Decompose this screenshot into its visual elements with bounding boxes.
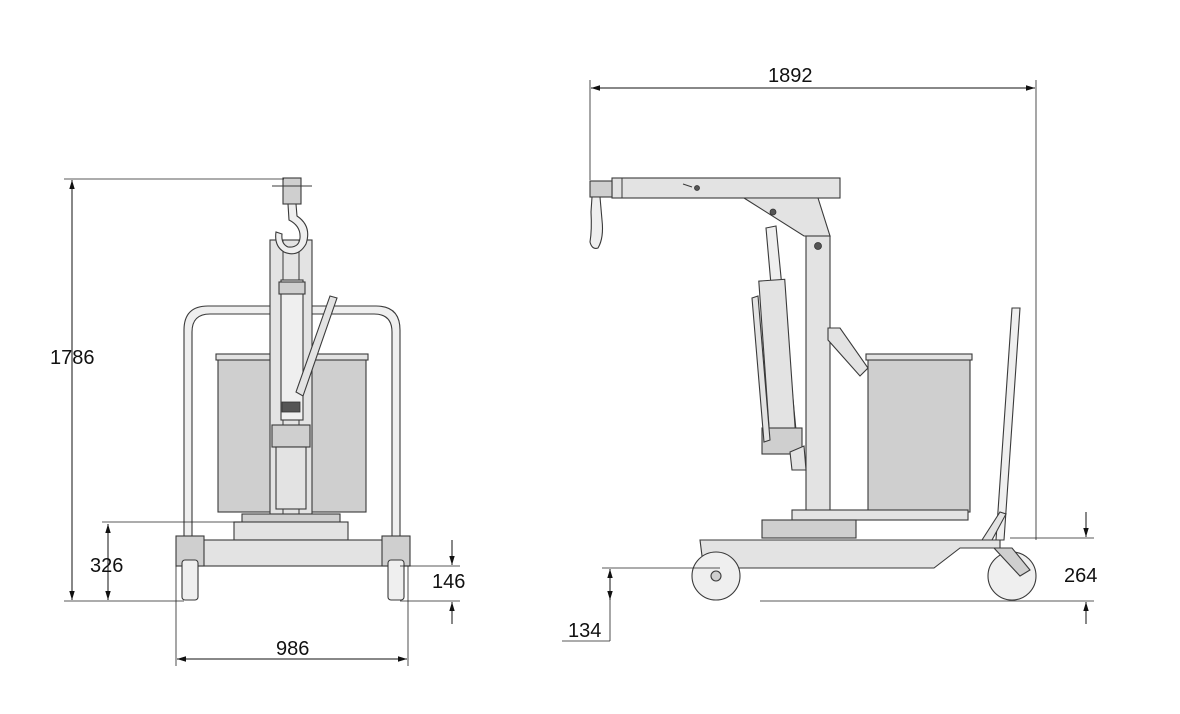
- front-hook-block: [282, 177, 302, 205]
- dim-front-clearance: 146: [432, 571, 465, 593]
- dim-side-length: 1892: [768, 65, 813, 87]
- front-hook: [275, 203, 309, 255]
- side-strut: [827, 327, 869, 377]
- side-view: [589, 177, 1037, 601]
- side-jib: [611, 177, 841, 199]
- front-chassis: [195, 539, 389, 567]
- side-chassis: [699, 539, 1001, 569]
- front-pump-lever: [295, 295, 338, 397]
- side-hook: [589, 196, 604, 249]
- side-turntable: [791, 509, 969, 521]
- front-cylinder: [280, 279, 304, 421]
- dim-front-base-height: 326: [90, 555, 123, 577]
- side-tiller: [995, 307, 1021, 541]
- side-dimensions: [562, 80, 1094, 642]
- side-gusset: [742, 197, 831, 237]
- side-pump-lever: [751, 295, 771, 443]
- dim-side-chassis-height: 134: [568, 620, 601, 642]
- dim-front-width: 986: [276, 638, 309, 660]
- front-dimensions: [64, 178, 460, 666]
- front-view: [175, 177, 411, 601]
- dim-front-height: 1786: [50, 347, 95, 369]
- dim-side-wheel-height: 264: [1064, 565, 1097, 587]
- side-column: [805, 235, 831, 513]
- side-counterweight: [867, 355, 971, 513]
